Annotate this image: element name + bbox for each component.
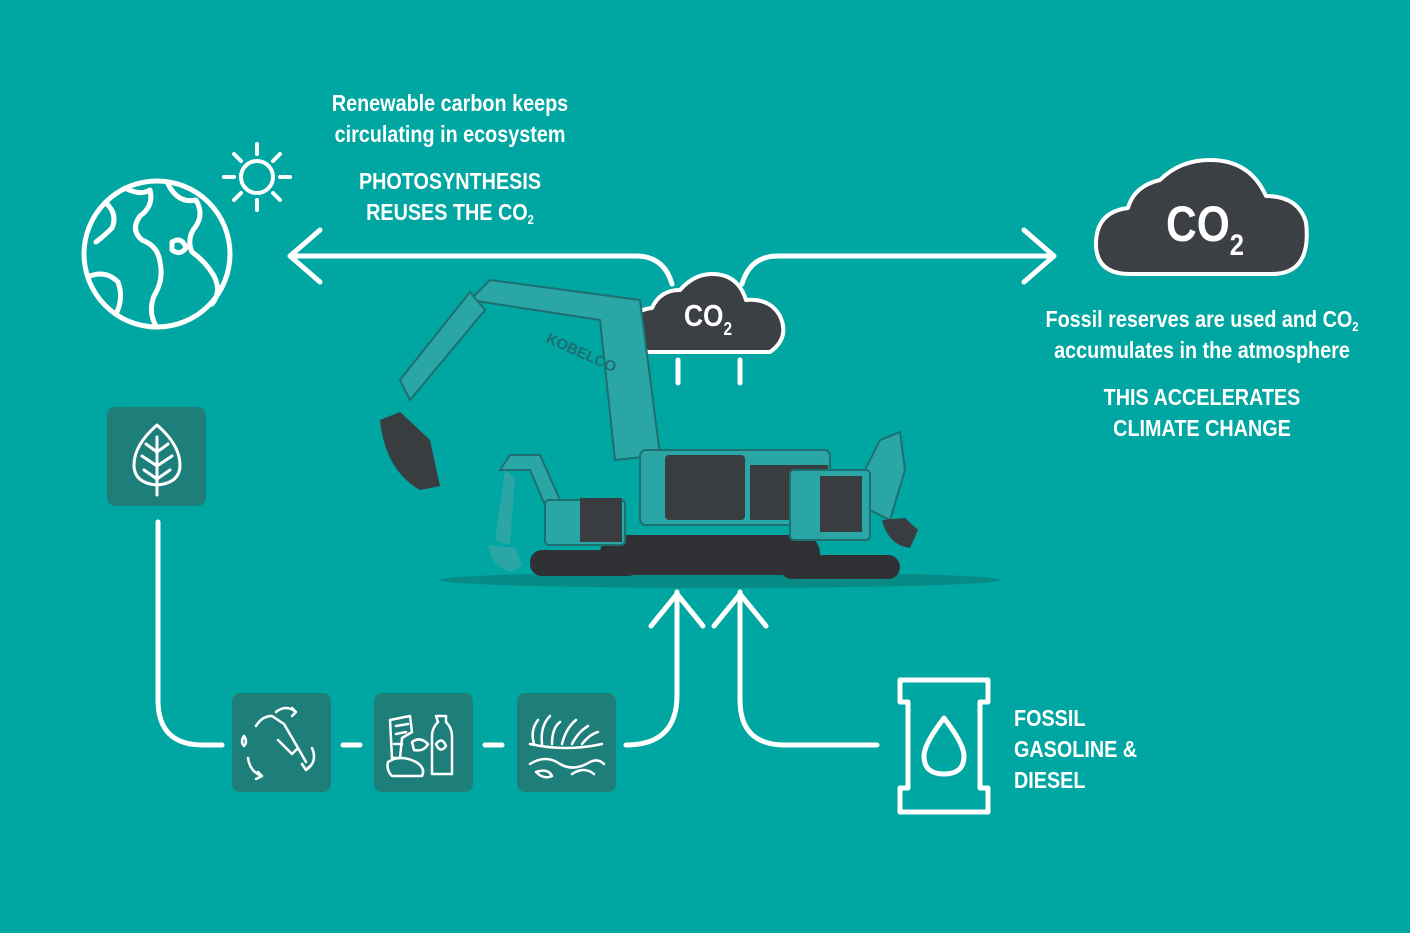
earth-icon — [81, 178, 233, 330]
algae-tile — [517, 693, 616, 792]
renewable-caption: Renewable carbon keeps circulating in ec… — [312, 88, 587, 228]
excavator-illustration — [380, 278, 1000, 588]
renewable-arrow-head — [648, 591, 706, 629]
fossil-line-2: accumulates in the atmosphere — [1054, 337, 1350, 363]
renewable-line-1: Renewable carbon keeps — [331, 90, 569, 116]
climate-line-2: CLIMATE CHANGE — [1113, 415, 1291, 441]
fossil-fuel-line-2: GASOLINE & — [1014, 736, 1138, 762]
big-cloud-label: CO2 — [1166, 196, 1244, 262]
renewable-fuel-pump-icon — [240, 706, 316, 781]
renewable-flow — [155, 519, 225, 748]
leaf-tile — [107, 407, 206, 506]
arrow-to-earth-head — [287, 227, 323, 285]
renewable-line-2: circulating in ecosystem — [334, 121, 566, 147]
co2-cloud-icon — [1094, 158, 1309, 276]
fossil-flow — [737, 589, 880, 748]
fossil-caption: Fossil reserves are used and CO2 accumul… — [1037, 304, 1367, 444]
arrow-to-earth — [289, 253, 675, 287]
fossil-line-1: Fossil reserves are used and CO2 — [1045, 306, 1359, 334]
algae-icon — [528, 714, 606, 779]
fossil-fuel-label: FOSSIL GASOLINE & DIESEL — [1014, 703, 1137, 796]
sun-icon — [222, 142, 292, 212]
big-co2-cloud — [1094, 158, 1309, 276]
renewable-flow-up — [623, 589, 680, 748]
oil-barrel-icon — [897, 677, 991, 815]
leaf-icon — [132, 423, 182, 497]
food-waste-tile — [374, 693, 473, 792]
fossil-fuel-line-1: FOSSIL — [1014, 705, 1086, 731]
photosynthesis-line-1: PHOTOSYNTHESIS — [358, 168, 542, 194]
flow-lines — [155, 227, 1057, 748]
arrow-to-atmosphere — [739, 253, 1055, 287]
food-waste-icon — [386, 714, 454, 778]
renewable-fuel-tile — [232, 693, 331, 792]
fossil-fuel-line-3: DIESEL — [1014, 767, 1086, 793]
small-cloud-label: CO2 — [684, 298, 733, 339]
climate-line-1: THIS ACCELERATES — [1103, 384, 1301, 410]
fossil-arrow-head — [711, 591, 769, 629]
photosynthesis-line-2: REUSES THE CO2 — [366, 199, 534, 227]
arrow-to-atmosphere-head — [1021, 227, 1057, 285]
